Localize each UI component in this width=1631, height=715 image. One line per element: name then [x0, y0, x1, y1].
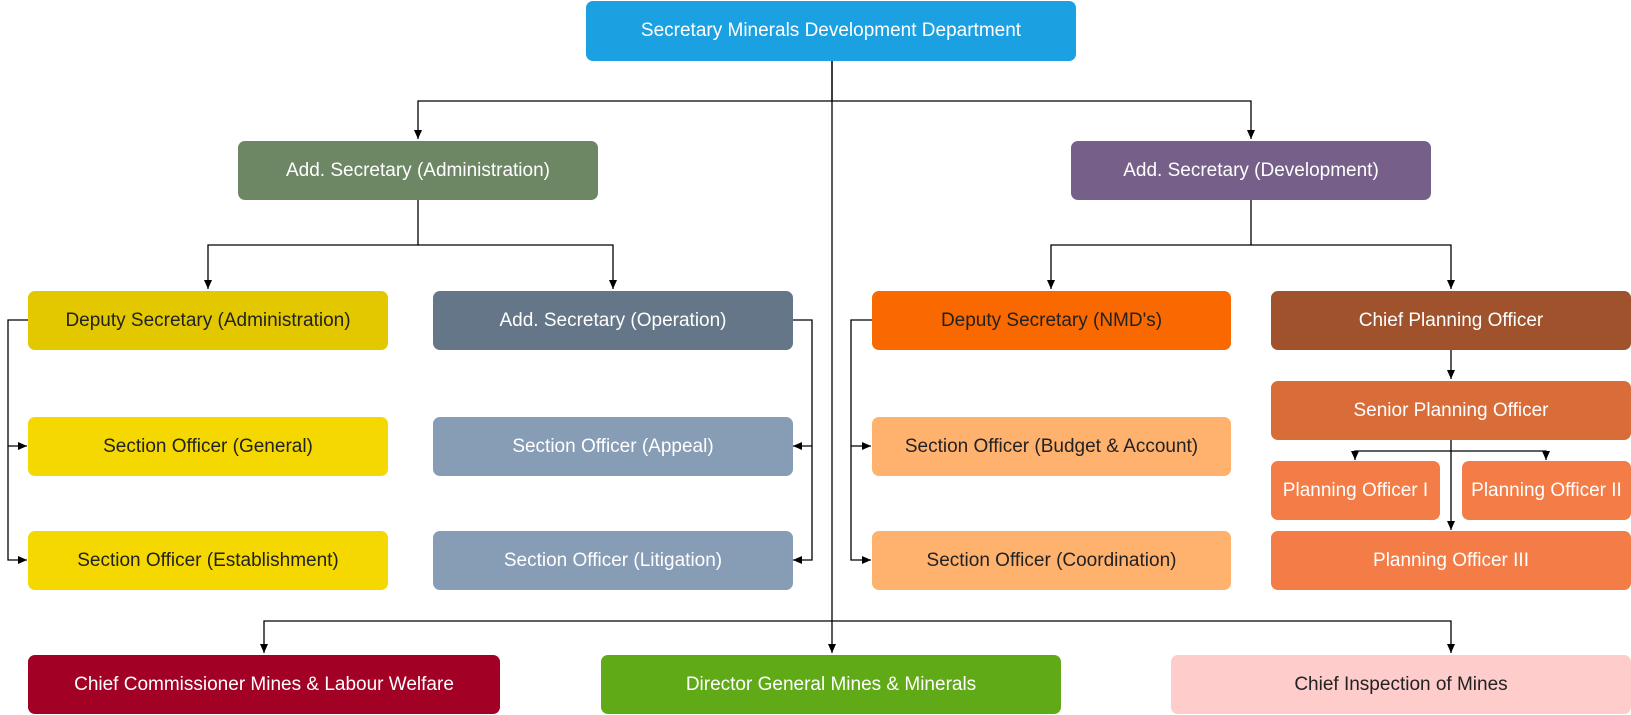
- section-officer-appeal-node: Section Officer (Appeal): [433, 417, 793, 476]
- planning-officer-2-node: Planning Officer II: [1462, 461, 1631, 520]
- planning-officer-3-node: Planning Officer III: [1271, 531, 1631, 590]
- senior-planning-officer-label: Senior Planning Officer: [1353, 399, 1549, 421]
- deputy-secretary-nmds-label: Deputy Secretary (NMD's): [940, 309, 1163, 331]
- connector-secretary-to-admin: [414, 61, 833, 139]
- connector-bus-to-chief-commissioner: [260, 620, 832, 653]
- connector-dep-admin-to-establishment: [7, 446, 27, 564]
- connector-senior-to-po2: [1451, 450, 1550, 460]
- section-officer-budget-label: Section Officer (Budget & Account): [904, 435, 1199, 457]
- section-officer-establishment-node: Section Officer (Establishment): [28, 531, 388, 590]
- deputy-secretary-nmds-node: Deputy Secretary (NMD's): [872, 291, 1231, 350]
- connector-dev-to-chief-planning: [1251, 244, 1455, 289]
- section-officer-coordination-label: Section Officer (Coordination): [926, 549, 1177, 571]
- connector-nmd-to-budget: [850, 319, 872, 450]
- chief-commissioner-node: Chief Commissioner Mines & Labour Welfar…: [28, 655, 500, 714]
- secretary-label: Secretary Minerals Development Departmen…: [640, 20, 1022, 42]
- connector-op-to-litigation: [793, 446, 813, 564]
- connector-dev-to-dep-sec-nmd: [1047, 199, 1252, 289]
- deputy-secretary-administration-node: Deputy Secretary (Administration): [28, 291, 388, 350]
- connector-secretary-to-dev: [832, 100, 1255, 139]
- connector-admin-to-add-sec-op: [418, 244, 617, 289]
- add-secretary-administration-label: Add. Secretary (Administration): [286, 159, 550, 181]
- section-officer-budget-node: Section Officer (Budget & Account): [872, 417, 1231, 476]
- planning-officer-1-label: Planning Officer I: [1282, 479, 1429, 501]
- director-general-mines-node: Director General Mines & Minerals: [601, 655, 1061, 714]
- chief-inspection-label: Chief Inspection of Mines: [1294, 673, 1508, 695]
- planning-officer-2-label: Planning Officer II: [1471, 479, 1622, 501]
- section-officer-litigation-node: Section Officer (Litigation): [433, 531, 793, 590]
- section-officer-general-label: Section Officer (General): [103, 435, 313, 457]
- section-officer-appeal-label: Section Officer (Appeal): [512, 435, 714, 457]
- chief-planning-officer-label: Chief Planning Officer: [1358, 309, 1544, 331]
- add-secretary-operation-node: Add. Secretary (Operation): [433, 291, 793, 350]
- section-officer-establishment-label: Section Officer (Establishment): [77, 549, 339, 571]
- connector-op-to-appeal: [792, 319, 813, 450]
- connector-senior-to-po1: [1351, 450, 1451, 460]
- connector-nmd-to-coordination: [850, 446, 871, 564]
- add-secretary-administration-node: Add. Secretary (Administration): [238, 141, 598, 200]
- chief-commissioner-label: Chief Commissioner Mines & Labour Welfar…: [74, 673, 454, 695]
- deputy-secretary-administration-label: Deputy Secretary (Administration): [65, 309, 351, 331]
- secretary-node: Secretary Minerals Development Departmen…: [586, 1, 1076, 61]
- add-secretary-operation-label: Add. Secretary (Operation): [499, 309, 727, 331]
- chief-inspection-node: Chief Inspection of Mines: [1171, 655, 1631, 714]
- connector-dep-admin-to-general: [7, 319, 28, 450]
- section-officer-litigation-label: Section Officer (Litigation): [503, 549, 723, 571]
- chief-planning-officer-node: Chief Planning Officer: [1271, 291, 1631, 350]
- senior-planning-officer-node: Senior Planning Officer: [1271, 381, 1631, 440]
- section-officer-coordination-node: Section Officer (Coordination): [872, 531, 1231, 590]
- planning-officer-1-node: Planning Officer I: [1271, 461, 1440, 520]
- add-secretary-development-label: Add. Secretary (Development): [1123, 159, 1379, 181]
- connector-admin-to-dep-sec: [204, 199, 419, 289]
- connector-bus-to-chief-inspection: [832, 620, 1455, 653]
- section-officer-general-node: Section Officer (General): [28, 417, 388, 476]
- director-general-mines-label: Director General Mines & Minerals: [685, 673, 977, 695]
- planning-officer-3-label: Planning Officer III: [1373, 549, 1529, 571]
- add-secretary-development-node: Add. Secretary (Development): [1071, 141, 1431, 200]
